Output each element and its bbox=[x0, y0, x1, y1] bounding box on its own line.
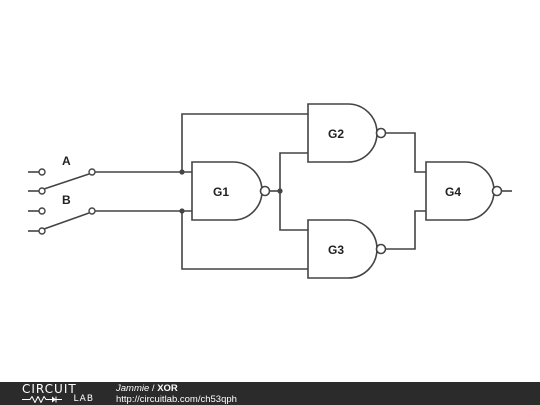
circuit-title: XOR bbox=[157, 383, 178, 394]
nand-gate-g4[interactable] bbox=[425, 161, 503, 221]
switch-a[interactable] bbox=[28, 168, 96, 195]
junction-dot-a bbox=[179, 169, 185, 175]
footer-bar: CIRCUIT LAB Jammie / XOR http://circuitl… bbox=[0, 382, 540, 405]
resistor-icon bbox=[22, 396, 62, 403]
circuitlab-logo[interactable]: CIRCUIT LAB bbox=[22, 383, 94, 405]
circuit-info: Jammie / XOR http://circuitlab.com/ch53q… bbox=[116, 383, 237, 405]
xor-schematic: A B bbox=[28, 103, 512, 279]
gate-label-g1: G1 bbox=[213, 185, 229, 199]
nand-gate-g3[interactable] bbox=[307, 219, 387, 279]
input-label-b: B bbox=[62, 193, 71, 207]
gate-label-g2: G2 bbox=[328, 127, 344, 141]
logo-text-circuit: CIRCUIT bbox=[22, 382, 77, 396]
wires bbox=[95, 113, 512, 270]
gate-label-g4: G4 bbox=[445, 185, 461, 199]
author-link[interactable]: Jammie bbox=[116, 383, 150, 394]
logo-text-lab: LAB bbox=[73, 394, 94, 404]
junction-dot-b bbox=[179, 208, 185, 214]
nand-gate-g2[interactable] bbox=[307, 103, 387, 163]
title-separator: / bbox=[149, 383, 158, 394]
junction-dot-g1-output bbox=[277, 188, 283, 194]
gate-label-g3: G3 bbox=[328, 243, 344, 257]
circuit-canvas: A B bbox=[28, 103, 512, 279]
circuit-url-link[interactable]: http://circuitlab.com/ch53qph bbox=[116, 394, 237, 405]
nand-gate-g1[interactable] bbox=[191, 161, 271, 221]
switch-b[interactable] bbox=[28, 207, 96, 235]
input-label-a: A bbox=[62, 154, 71, 168]
